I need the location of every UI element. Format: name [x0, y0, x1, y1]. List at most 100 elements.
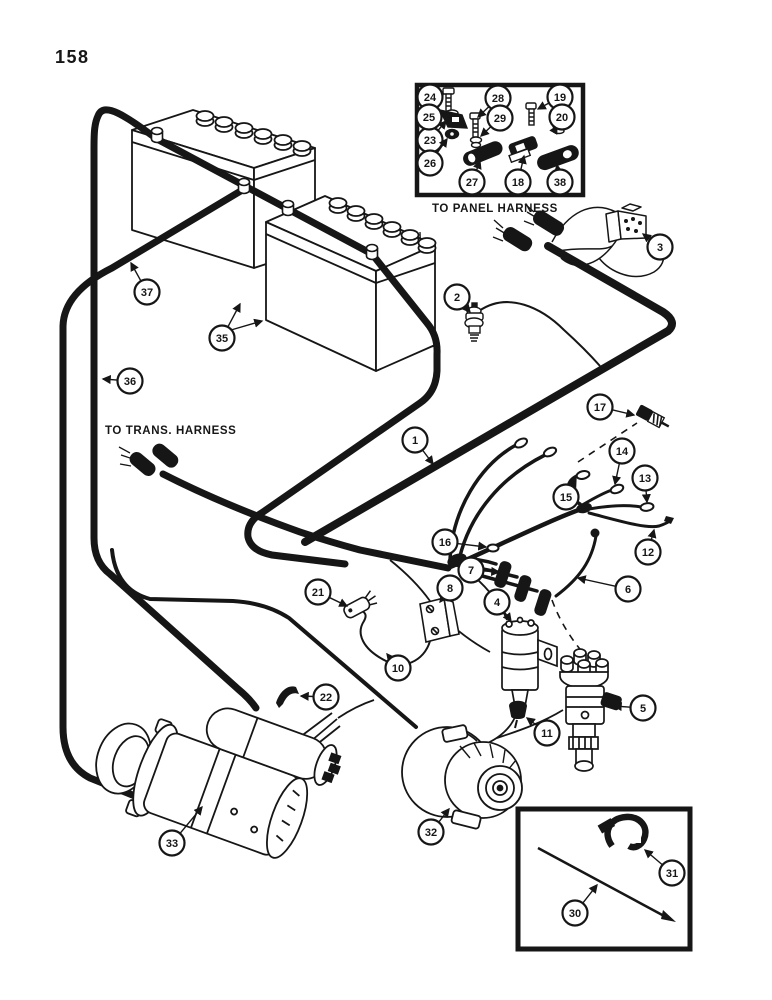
callout-number: 31: [666, 868, 678, 880]
callout-number: 5: [640, 703, 646, 715]
callout-5: 5: [612, 694, 657, 722]
alternator: [401, 724, 523, 830]
callout-35: 35: [208, 302, 241, 352]
callout-number: 13: [639, 473, 651, 485]
callout-number: 23: [424, 135, 436, 147]
callout-27: 27: [458, 159, 486, 196]
callout-number: 33: [166, 838, 178, 850]
callout-38: 38: [546, 163, 574, 196]
callout-14: 14: [608, 437, 636, 486]
fins: [459, 742, 517, 771]
callout-number: 14: [616, 446, 629, 458]
callout-25: 25: [415, 103, 446, 131]
callout-21: 21: [304, 578, 349, 607]
battery-caps: [195, 110, 312, 157]
distributor: [559, 648, 622, 772]
callout-7: 7: [457, 556, 501, 584]
cable-negative-loop: [90, 106, 260, 712]
callout-number: 11: [541, 728, 553, 740]
cable-jumper-37: [59, 185, 248, 802]
callout-30: 30: [561, 883, 598, 927]
callout-number: 37: [141, 287, 153, 299]
battery-front: [265, 195, 437, 372]
callout-number: 7: [468, 565, 474, 577]
callout-number: 15: [560, 492, 572, 504]
clamp-22: [276, 686, 299, 708]
callout-6: 6: [576, 575, 642, 603]
battery-caps: [328, 197, 437, 254]
callout-17: 17: [586, 393, 636, 421]
trans-harness-branch: [159, 470, 452, 572]
callout-number: 21: [312, 587, 324, 599]
callout-number: 30: [569, 908, 581, 920]
battery-posts: [150, 126, 379, 261]
callout-number: 29: [494, 113, 506, 125]
callout-number: 4: [494, 597, 501, 609]
callout-20: 20: [548, 103, 576, 135]
callout-number: 10: [392, 663, 404, 675]
cable-cross-batteries: [153, 135, 441, 568]
callout-number: 22: [320, 692, 332, 704]
callout-29: 29: [480, 104, 514, 137]
callout-12: 12: [634, 528, 662, 566]
page-number: 158: [55, 47, 90, 67]
panel-harness-plugs: [492, 203, 565, 252]
battery-cables: [59, 106, 676, 802]
starter-motor: [95, 707, 342, 859]
callout-number: 25: [423, 112, 435, 124]
callout-36: 36: [101, 367, 144, 395]
callout-number: 38: [554, 177, 566, 189]
callout-11: 11: [525, 717, 561, 747]
callout-33: 33: [158, 805, 203, 857]
battery-rear: [131, 109, 316, 269]
grommet-16: [486, 543, 500, 553]
callout-13: 13: [631, 464, 659, 504]
label-trans-harness: TO TRANS. HARNESS: [105, 425, 236, 437]
engine-harness: [110, 548, 418, 729]
callout-18: 18: [504, 154, 532, 196]
callout-number: 26: [424, 158, 436, 170]
callout-number: 32: [425, 827, 437, 839]
bottom-inset: [515, 806, 693, 952]
cable-tie-30: [537, 846, 667, 919]
callout-31: 31: [643, 849, 686, 887]
connector-3: [551, 203, 665, 278]
spark-plug-boots: [494, 561, 552, 616]
callouts: 1234567810111213141516171819202122232425…: [101, 83, 686, 927]
callout-number: 35: [216, 333, 228, 345]
callout-number: 2: [454, 292, 460, 304]
callout-number: 1: [412, 435, 418, 447]
sender-2: [464, 301, 601, 367]
wire-tips: [447, 502, 674, 567]
leader-35b: [230, 318, 264, 331]
washers-29: [469, 136, 483, 149]
wire-terminals: [486, 437, 655, 553]
callout-number: 24: [424, 92, 437, 104]
callout-10: 10: [384, 652, 412, 682]
callout-number: 3: [657, 242, 663, 254]
callout-number: 17: [594, 402, 606, 414]
bolt-19: [525, 102, 537, 126]
main-harness-1: [301, 242, 676, 546]
callout-4: 4: [483, 588, 512, 623]
spark-plug-17: [635, 404, 670, 429]
wire-10: [359, 610, 431, 666]
clamp-23: [438, 108, 469, 129]
connector-pins: [624, 217, 642, 233]
callout-32: 32: [417, 807, 450, 846]
callout-number: 28: [492, 93, 504, 105]
callout-number: 8: [447, 583, 453, 595]
callout-1: 1: [401, 426, 434, 466]
callout-26: 26: [416, 137, 448, 177]
callout-number: 20: [556, 112, 568, 124]
boot-11: [509, 700, 527, 729]
callout-22: 22: [299, 683, 340, 711]
bracket-8: [419, 596, 460, 643]
callout-8: 8: [436, 574, 464, 604]
ignition-coil: [501, 616, 558, 713]
callout-number: 16: [439, 537, 451, 549]
trans-harness-plugs: [118, 443, 179, 476]
callout-number: 27: [466, 177, 478, 189]
callout-2: 2: [443, 283, 471, 314]
